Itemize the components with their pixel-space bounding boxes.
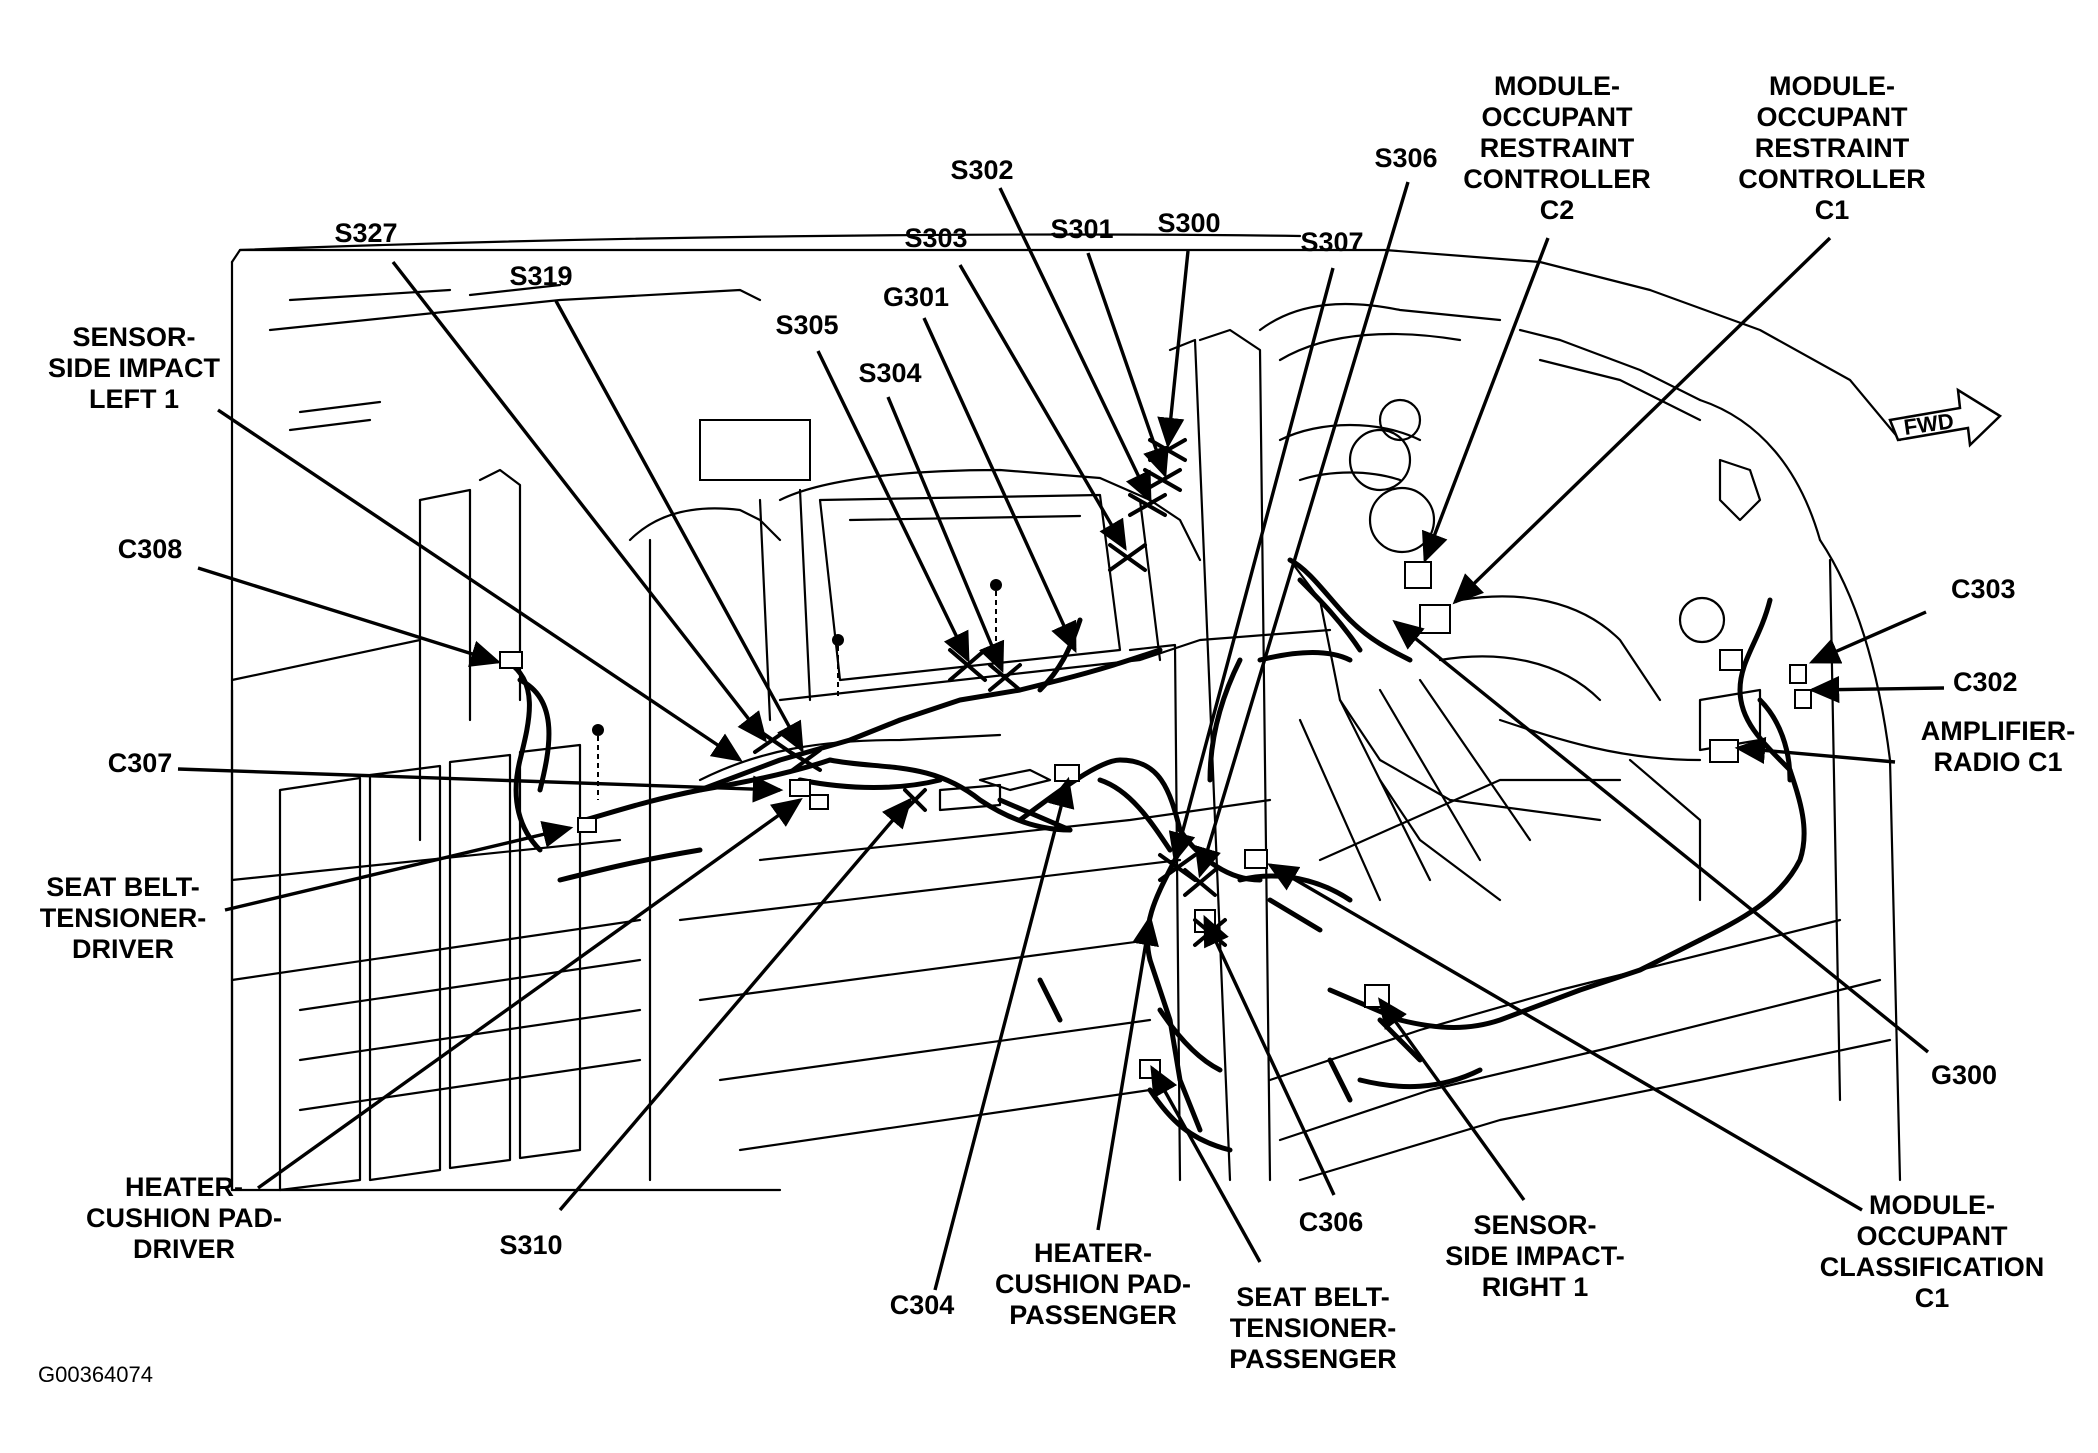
label-s303: S303	[904, 223, 968, 253]
label-s305: S305	[775, 310, 839, 340]
label-s307: S307	[1300, 227, 1364, 257]
label-s301: S301	[1050, 214, 1114, 244]
fwd-label: FWD	[1902, 408, 1955, 440]
label-seat-belt-tensioner-passenger: SEAT BELT- TENSIONER- PASSENGER	[1229, 1282, 1397, 1374]
label-orc-c2: MODULE- OCCUPANT RESTRAINT CONTROLLER C2	[1463, 71, 1651, 225]
label-c304: C304	[889, 1290, 955, 1320]
label-c302: C302	[1953, 667, 2018, 697]
label-s302: S302	[950, 155, 1014, 185]
label-sensor-side-impact-left: SENSOR- SIDE IMPACT LEFT 1	[47, 322, 221, 414]
label-s327: S327	[334, 218, 398, 248]
label-c308: C308	[117, 534, 183, 564]
label-c307: C307	[107, 748, 173, 778]
label-seat-belt-tensioner-driver: SEAT BELT- TENSIONER- DRIVER	[39, 872, 207, 964]
label-s310: S310	[499, 1230, 563, 1260]
label-c306: C306	[1298, 1207, 1364, 1237]
label-s300: S300	[1157, 208, 1221, 238]
label-c303: C303	[1951, 574, 2016, 604]
figure-id: G00364074	[38, 1362, 153, 1387]
label-occupant-classification: MODULE- OCCUPANT CLASSIFICATION C1	[1819, 1190, 2045, 1313]
label-s319: S319	[509, 261, 573, 291]
label-g300: G300	[1930, 1060, 1998, 1090]
label-heater-cushion-pad-driver: HEATER- CUSHION PAD- DRIVER	[85, 1172, 283, 1264]
label-sensor-side-impact-right: SENSOR- SIDE IMPACT- RIGHT 1	[1445, 1210, 1625, 1302]
label-heater-cushion-pad-passenger: HEATER- CUSHION PAD- PASSENGER	[994, 1238, 1192, 1330]
label-amplifier-radio: AMPLIFIER- RADIO C1	[1920, 716, 2076, 777]
label-g301: G301	[882, 282, 950, 312]
label-orc-c1: MODULE- OCCUPANT RESTRAINT CONTROLLER C1	[1738, 71, 1926, 225]
label-s304: S304	[858, 358, 922, 388]
fwd-arrow-icon: FWD	[1888, 387, 2003, 448]
label-s306: S306	[1374, 143, 1438, 173]
